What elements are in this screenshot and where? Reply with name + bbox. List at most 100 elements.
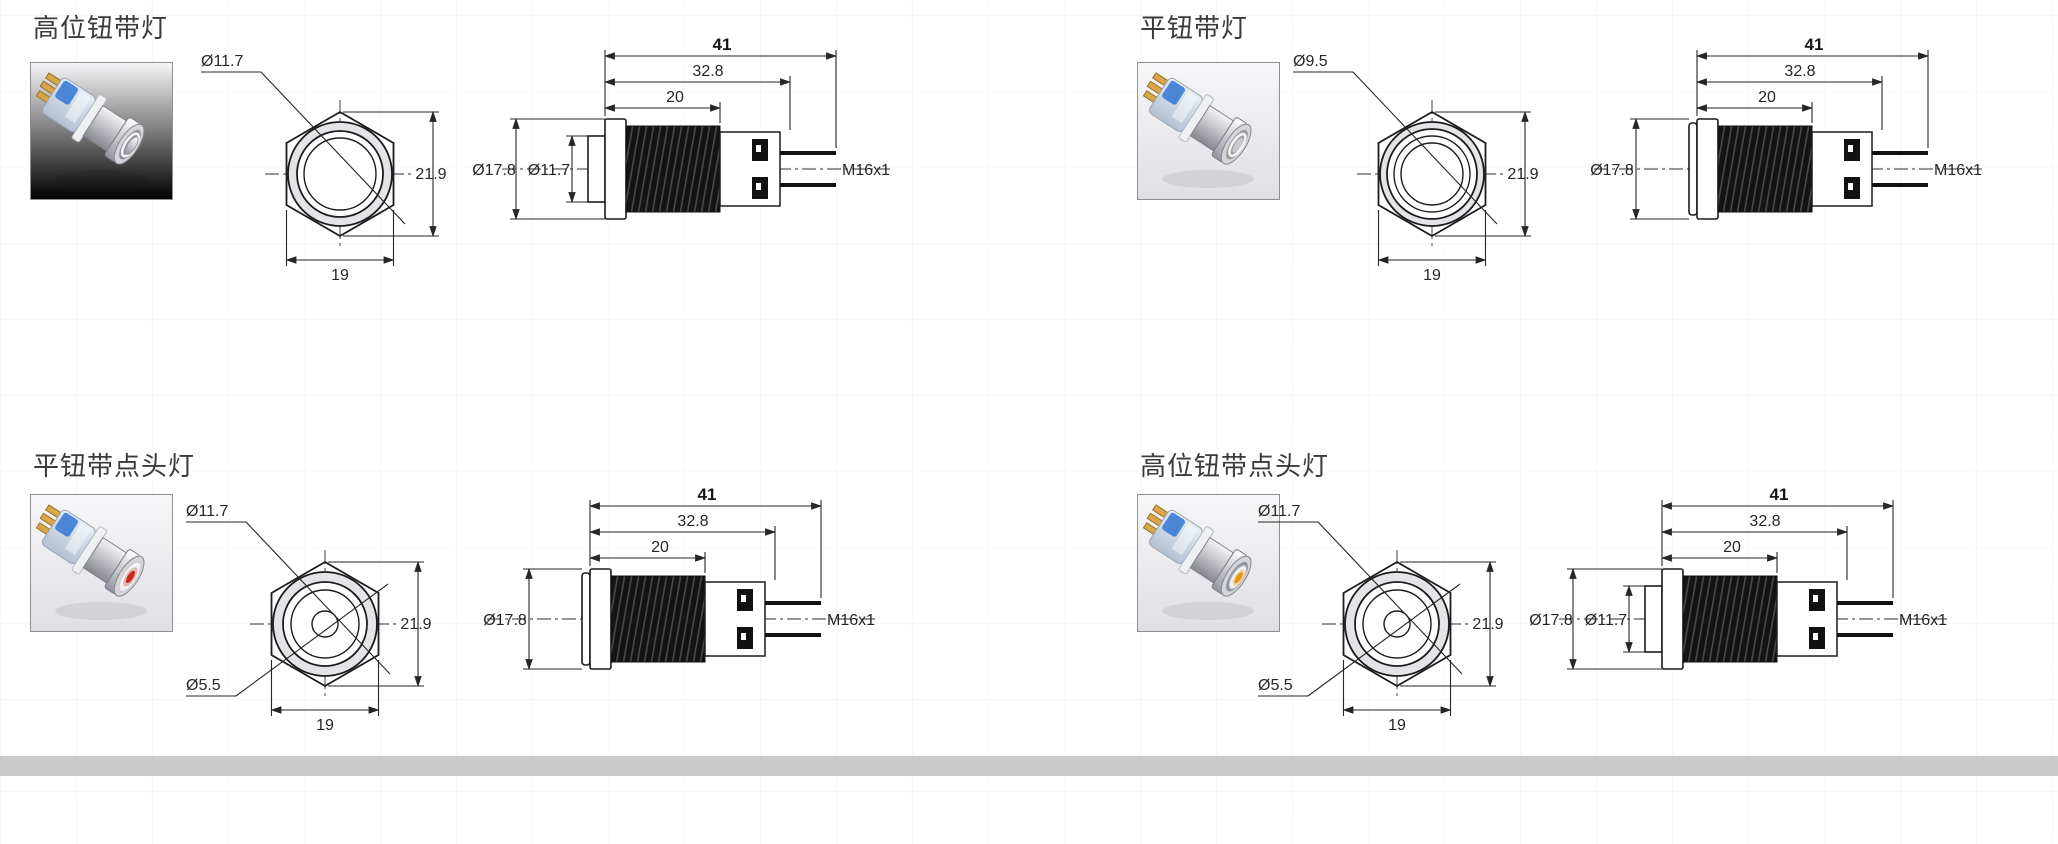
housing-accent — [55, 80, 78, 105]
housing-glare — [1171, 523, 1199, 556]
flange-side — [589, 568, 612, 670]
pin — [765, 601, 821, 605]
housing-glare — [64, 523, 92, 556]
led-ring — [120, 132, 141, 158]
flat-head-lip — [581, 572, 591, 666]
hex-nut-outline — [285, 110, 395, 238]
panel-title: 平钮带灯 — [1140, 13, 1249, 43]
led-dot — [1234, 572, 1243, 584]
side-view-drawing: 41 32.8 20 Ø17.8 M16x1 — [483, 485, 875, 671]
thread-spec-label: M16x1 — [1934, 162, 1982, 179]
housing-accent — [1162, 512, 1185, 537]
body-length-label: 32.8 — [1749, 513, 1780, 530]
thread-spec-label: M16x1 — [827, 612, 875, 629]
pin — [780, 151, 836, 155]
housing-accent — [1162, 80, 1185, 105]
front-dia-label: Ø11.7 — [201, 53, 244, 70]
footer-bar — [0, 756, 2058, 776]
side-view-drawing: 41 32.8 20 Ø17.8 Ø11.7 M16x1 — [1529, 485, 1947, 671]
thread-length-label: 20 — [666, 89, 684, 106]
side-view-drawing: 41 32.8 20 Ø17.8 M16x1 — [1590, 35, 1982, 221]
flange-side — [1696, 118, 1719, 220]
front-view-drawing: Ø11.7 Ø5.5 21.9 19 — [1258, 503, 1504, 734]
hex-nut-outline — [270, 560, 380, 688]
terminal-slot — [1813, 633, 1818, 640]
cap-circle — [290, 589, 360, 659]
front-width-label: 19 — [316, 717, 334, 734]
threaded-section — [1682, 575, 1778, 663]
panel-title: 高位钮带点头灯 — [1140, 451, 1330, 481]
hex-nut-outline — [1342, 560, 1452, 688]
housing-glare — [1171, 91, 1199, 124]
thread-length-label: 20 — [1758, 89, 1776, 106]
panel-high-ring: 高位钮带灯 — [0, 6, 1029, 394]
cap-dia-label: Ø11.7 — [528, 162, 571, 179]
thread-length-label: 20 — [1723, 539, 1741, 556]
body-length-label: 32.8 — [677, 513, 708, 530]
drawing-area: Ø11.7 Ø5.5 21.9 19 — [0, 456, 1014, 844]
bezel-inner-circle — [1354, 581, 1440, 667]
front-width-label: 19 — [331, 267, 349, 284]
terminal-slot — [1848, 183, 1853, 190]
side-view-drawing: 41 32.8 20 Ø17.8 Ø11.7 M16x1 — [472, 35, 890, 221]
front-height-label: 21.9 — [400, 616, 431, 633]
button-render — [1142, 504, 1252, 597]
product-photo — [30, 494, 173, 632]
flange-side — [604, 118, 627, 220]
pin — [1837, 601, 1893, 605]
switch-body — [704, 581, 766, 657]
thread-spec-label: M16x1 — [842, 162, 890, 179]
flat-center — [1232, 137, 1244, 153]
threaded-section — [1717, 125, 1813, 213]
cap-circle — [1362, 589, 1432, 659]
pin — [1872, 151, 1928, 155]
flange-dia-label: Ø17.8 — [1529, 612, 1573, 629]
pin — [1837, 633, 1893, 637]
body-length-label: 32.8 — [692, 63, 723, 80]
front-dia-label: Ø11.7 — [186, 503, 229, 520]
pin — [765, 633, 821, 637]
button-render — [35, 504, 145, 597]
product-photo — [1137, 62, 1280, 200]
thread-length-label: 20 — [651, 539, 669, 556]
front-width-label: 19 — [1388, 717, 1406, 734]
dot-leader — [1307, 583, 1461, 697]
front-height-label: 21.9 — [1507, 166, 1538, 183]
terminal-pins — [1142, 72, 1169, 104]
switch-body — [719, 131, 781, 207]
terminal-slot — [1848, 145, 1853, 152]
switch-body — [1776, 581, 1838, 657]
spec-sheet-page: { "panels": [ { "title": "高位钮带灯", "photo… — [0, 0, 2058, 776]
overall-length-label: 41 — [713, 35, 732, 54]
overall-length-label: 41 — [1805, 35, 1824, 54]
overall-length-label: 41 — [698, 485, 717, 504]
housing-glare — [64, 91, 92, 124]
terminal-slot — [1813, 595, 1818, 602]
button-render — [35, 72, 145, 165]
threaded-section — [625, 125, 721, 213]
button-cap-side — [1644, 585, 1663, 653]
front-height-label: 21.9 — [415, 166, 446, 183]
front-height-label: 21.9 — [1472, 616, 1503, 633]
front-dot-dia-label: Ø5.5 — [186, 677, 221, 694]
dot-led-circle — [311, 610, 339, 638]
body-length-label: 32.8 — [1784, 63, 1815, 80]
cap-dia-label: Ø11.7 — [1585, 612, 1628, 629]
housing-accent — [55, 512, 78, 537]
terminal-slot — [756, 145, 761, 152]
front-width-label: 19 — [1423, 267, 1441, 284]
button-cap-side — [587, 135, 606, 203]
flange-dia-label: Ø17.8 — [472, 162, 516, 179]
terminal-slot — [741, 633, 746, 640]
led-ring — [1228, 132, 1247, 158]
drawing-area: Ø9.5 21.9 19 — [1092, 6, 2058, 394]
front-view-drawing: Ø11.7 21.9 19 — [201, 53, 447, 284]
thread-spec-label: M16x1 — [1899, 612, 1947, 629]
photo-shadow — [55, 170, 147, 188]
raised-cap — [124, 136, 139, 155]
pin — [780, 183, 836, 187]
panel-title: 高位钮带灯 — [33, 13, 169, 43]
front-view-drawing: Ø9.5 21.9 19 — [1293, 53, 1539, 284]
photo-shadow — [1162, 170, 1254, 188]
bezel-inner-circle — [296, 130, 384, 218]
